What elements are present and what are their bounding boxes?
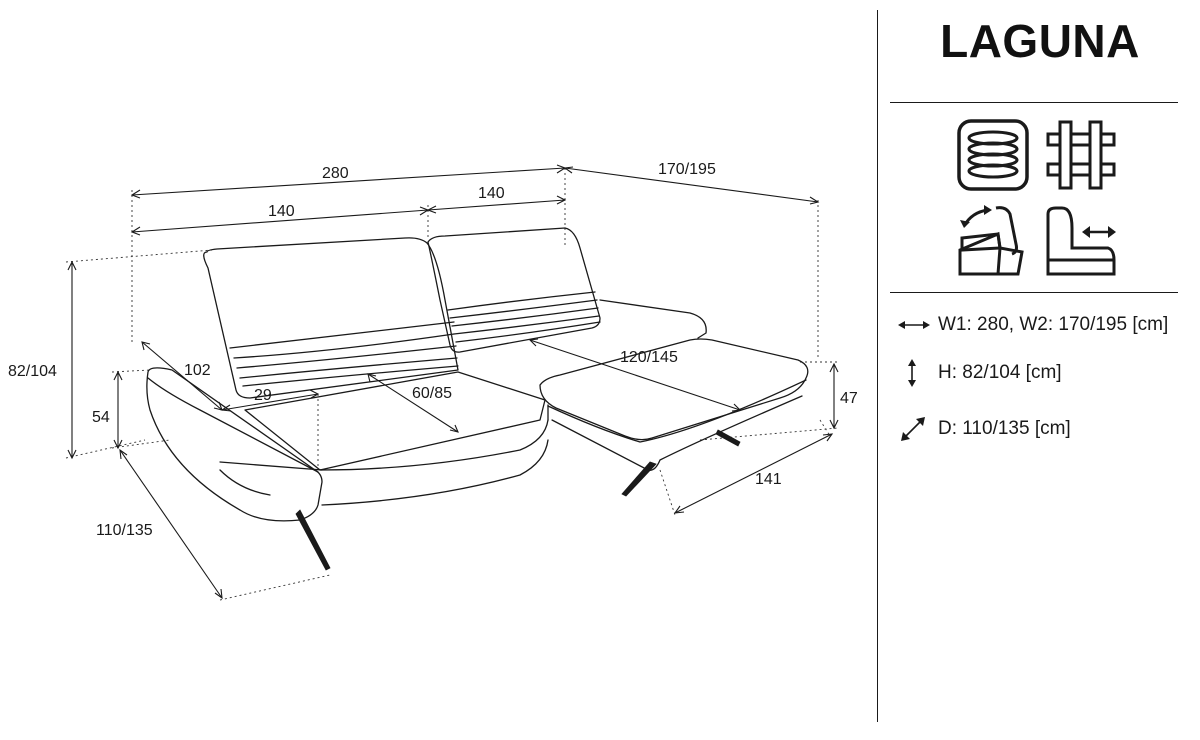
dim-seat-height: 47 xyxy=(840,390,858,407)
height-arrow-icon xyxy=(908,359,916,387)
dim-left-section-width: 140 xyxy=(268,203,295,220)
spec-height-text: H: 82/104 [cm] xyxy=(938,362,1062,383)
dim-total-width: 280 xyxy=(322,165,349,182)
adjustable-headrest-icon xyxy=(958,205,1024,276)
sofa-technical-drawing: 280 140 140 170/195 82/104 54 110/135 10… xyxy=(8,161,858,601)
dim-chaise-length: 170/195 xyxy=(658,161,716,178)
product-title: LAGUNA xyxy=(940,15,1140,67)
sofa-outline xyxy=(146,227,809,571)
dim-chaise-width: 141 xyxy=(755,471,782,488)
dim-armrest-height: 54 xyxy=(92,409,110,426)
webbing-icon xyxy=(1046,120,1116,190)
spec-width: W1: 280, W2: 170/195 [cm] xyxy=(896,310,1168,340)
dim-height: 82/104 xyxy=(8,363,57,380)
dimension-lines xyxy=(67,164,839,600)
depth-arrow-icon xyxy=(901,417,925,441)
spec-height: H: 82/104 [cm] xyxy=(896,358,1062,388)
dim-right-section-width: 140 xyxy=(478,185,505,202)
dim-seat-depth: 60/85 xyxy=(412,385,452,402)
width-arrow-icon xyxy=(898,321,930,329)
panel-divider xyxy=(877,10,878,722)
dim-chaise-seat-depth: 120/145 xyxy=(620,349,678,366)
spec-depth-text: D: 110/135 [cm] xyxy=(938,418,1071,439)
features-divider xyxy=(890,292,1178,293)
sliding-seat-icon xyxy=(1046,206,1116,276)
dim-depth: 110/135 xyxy=(96,522,153,539)
spec-width-text: W1: 280, W2: 170/195 [cm] xyxy=(938,314,1169,335)
extension-lines xyxy=(65,168,839,601)
title-divider xyxy=(890,102,1178,103)
dim-armrest-width: 29 xyxy=(254,387,272,404)
spring-icon xyxy=(957,119,1029,191)
dim-armrest-length: 102 xyxy=(184,362,211,379)
spec-depth: D: 110/135 [cm] xyxy=(896,414,1071,444)
